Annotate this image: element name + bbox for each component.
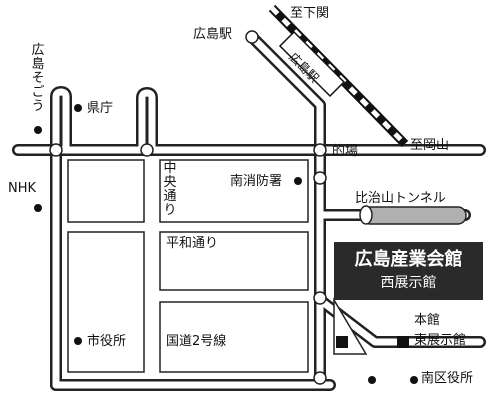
route2-label: 国道2号線 [166,334,227,349]
prefectural-office-dot [74,104,82,112]
city-blocks [67,159,309,373]
nhk-label: NHK [8,181,37,196]
sogo-dot [34,126,42,134]
prefectural-office-label: 県庁 [87,101,114,116]
ward-office-dot [410,376,418,384]
venue-title: 広島産業会館 [354,249,463,270]
venue-markers [333,297,409,355]
venue-subtitle: 西展示館 [380,275,437,291]
landmark-dots [34,104,418,384]
sogo-label: 広島そごう [31,43,45,114]
intersection-marker [49,143,63,157]
block [159,159,309,223]
block [159,231,309,291]
fire-station-label: 南消防署 [230,174,283,189]
to-shimonoseki-label: 至下関 [290,6,330,21]
chuo-dori-label: 中央通り [163,161,177,218]
intersection-marker [313,371,327,385]
city-hall-dot [74,337,82,345]
intersection-markers [49,30,327,385]
east-hall-label: 東展示館 [414,333,467,348]
block [67,231,145,373]
main-hall-label: 本館 [414,313,441,328]
matoba-label: 的場 [332,144,359,159]
nhk-dot [34,204,42,212]
heiwa-dori-label: 平和通り [166,236,219,251]
to-okayama-label: 至岡山 [410,138,450,153]
station-building [278,30,346,98]
venue-callout: 広島産業会館 西展示館 [334,242,483,300]
west-hall-marker [336,336,348,348]
ward-office-label: 南区役所 [421,371,474,386]
block [67,159,145,223]
ward-office-dot [368,376,376,384]
intersection-marker [313,143,327,157]
city-hall-label: 市役所 [87,334,127,349]
intersection-marker [313,291,327,305]
east-hall-marker [397,336,409,348]
hiroshima-station-label: 広島駅 [193,27,233,42]
block [159,301,309,373]
station-marker [245,30,259,44]
tunnel-label: 比治山トンネル [355,191,446,206]
fire-station-dot [294,177,302,185]
intersection-marker [313,171,327,185]
intersection-marker [140,143,154,157]
road-network [12,31,486,391]
tunnel [359,205,467,225]
